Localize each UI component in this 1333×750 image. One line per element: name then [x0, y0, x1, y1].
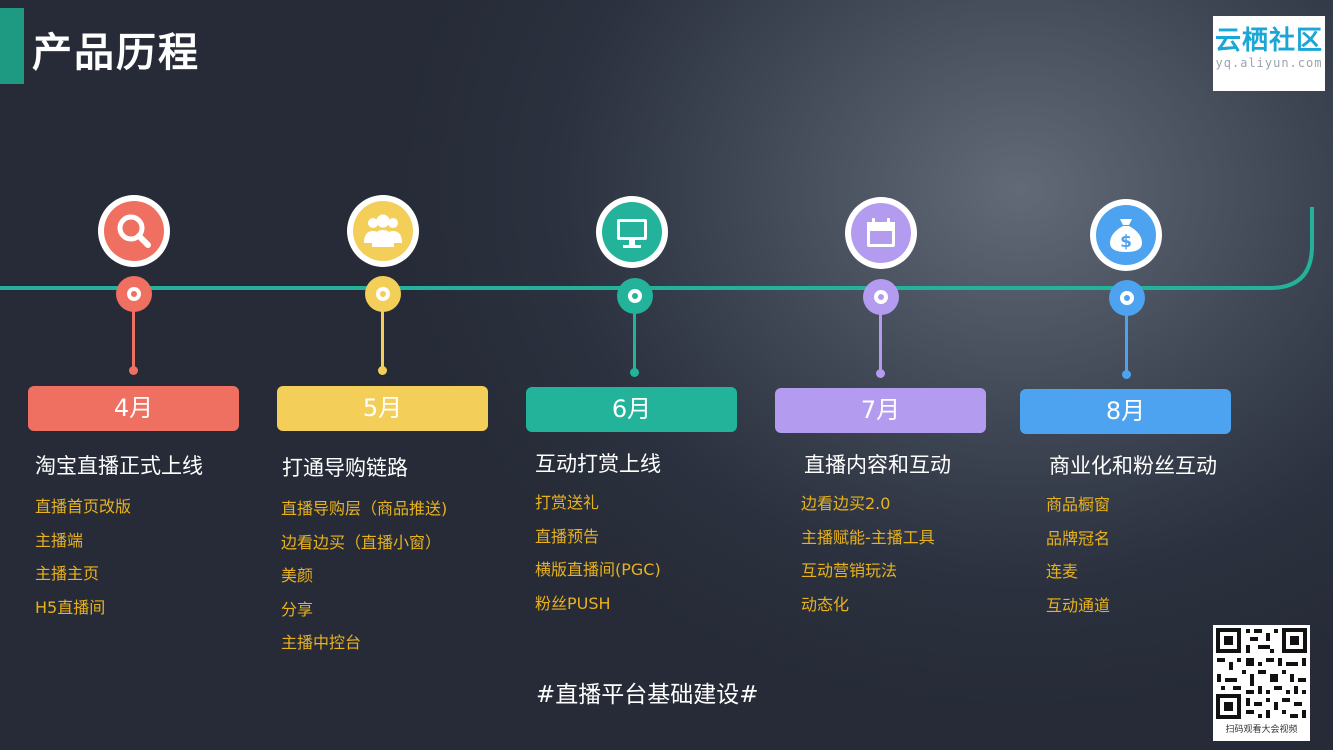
calendar-icon: [851, 203, 911, 263]
title-accent-bar: [0, 8, 24, 84]
list-item: 主播端: [35, 530, 84, 550]
timeline-node: [1109, 280, 1145, 316]
list-item: 主播中控台: [281, 633, 362, 652]
month-label: 8月: [1020, 389, 1231, 434]
milestone-icon-badge: [98, 195, 170, 267]
list-item: H5直播间: [35, 597, 106, 617]
month-label: 4月: [28, 386, 239, 431]
list-item: 分享: [281, 599, 314, 619]
list-item: 边看边买2.0: [801, 494, 891, 513]
list-item: 互动通道: [1046, 595, 1111, 615]
milestone-heading: 淘宝直播正式上线: [35, 454, 203, 478]
list-item: 品牌冠名: [1046, 528, 1111, 548]
list-item: 直播导购层（商品推送): [281, 499, 448, 518]
timeline-stem: [633, 312, 636, 370]
timeline-dot: [876, 369, 885, 378]
timeline-node: [617, 278, 653, 314]
timeline-stem: [132, 310, 135, 368]
timeline-dot: [129, 366, 138, 375]
milestone-icon-badge: $: [1090, 199, 1162, 271]
timeline-node: [863, 279, 899, 315]
list-item: 动态化: [801, 594, 850, 614]
timeline-dot: [378, 366, 387, 375]
list-item: 互动营销玩法: [801, 561, 898, 580]
milestone-heading: 互动打赏上线: [535, 452, 661, 476]
timeline-stem: [879, 313, 882, 371]
logo-sub-text: yq.aliyun.com: [1215, 56, 1323, 70]
list-item: 打赏送礼: [535, 493, 600, 512]
list-item: 横版直播间(PGC): [535, 560, 661, 579]
milestone-heading: 商业化和粉丝互动: [1049, 454, 1217, 478]
list-item: 直播预告: [535, 526, 600, 546]
timeline-dot: [630, 368, 639, 377]
timeline-node: [116, 276, 152, 312]
list-item: 主播主页: [35, 564, 100, 583]
yunqi-logo[interactable]: 云栖社区 yq.aliyun.com: [1213, 16, 1325, 91]
list-item: 边看边买（直播小窗）: [281, 532, 442, 552]
milestone-items: 直播导购层（商品推送) 边看边买（直播小窗） 美颜 分享 主播中控台: [281, 492, 447, 660]
milestone-icon-badge: [596, 196, 668, 268]
month-label: 7月: [775, 388, 986, 433]
logo-main-text: 云栖社区: [1214, 26, 1323, 56]
milestone-icon-badge: [845, 197, 917, 269]
timeline-stem: [1125, 314, 1128, 372]
list-item: 直播首页改版: [35, 497, 132, 516]
milestone-heading: 打通导购链路: [282, 456, 408, 480]
timeline-node: [365, 276, 401, 312]
timeline-dot: [1122, 370, 1131, 379]
timeline-stem: [381, 310, 384, 368]
svg-text:$: $: [1120, 232, 1132, 252]
list-item: 主播赋能-主播工具: [801, 527, 935, 547]
milestone-items: 商品橱窗 品牌冠名 连麦 互动通道: [1046, 488, 1110, 622]
list-item: 连麦: [1046, 562, 1079, 581]
money-bag-icon: $: [1096, 205, 1156, 265]
qr-caption: 扫码观看大会视频: [1225, 725, 1298, 735]
footer-hashtag: #直播平台基础建设#: [536, 682, 759, 708]
list-item: 商品橱窗: [1046, 495, 1111, 514]
list-item: 美颜: [281, 566, 314, 585]
qr-code-image: [1213, 625, 1310, 722]
milestone-items: 打赏送礼 直播预告 横版直播间(PGC) 粉丝PUSH: [535, 486, 661, 620]
milestone-items: 直播首页改版 主播端 主播主页 H5直播间: [35, 490, 131, 624]
search-icon: [104, 201, 164, 261]
users-icon: [353, 201, 413, 261]
milestone-heading: 直播内容和互动: [804, 453, 951, 477]
month-label: 5月: [277, 386, 488, 431]
milestone-items: 边看边买2.0 主播赋能-主播工具 互动营销玩法 动态化: [801, 487, 935, 621]
list-item: 粉丝PUSH: [535, 593, 611, 613]
qr-code[interactable]: 扫码观看大会视频: [1213, 625, 1310, 741]
page-title: 产品历程: [32, 30, 200, 76]
monitor-icon: [602, 202, 662, 262]
month-label: 6月: [526, 387, 737, 432]
milestone-icon-badge: [347, 195, 419, 267]
